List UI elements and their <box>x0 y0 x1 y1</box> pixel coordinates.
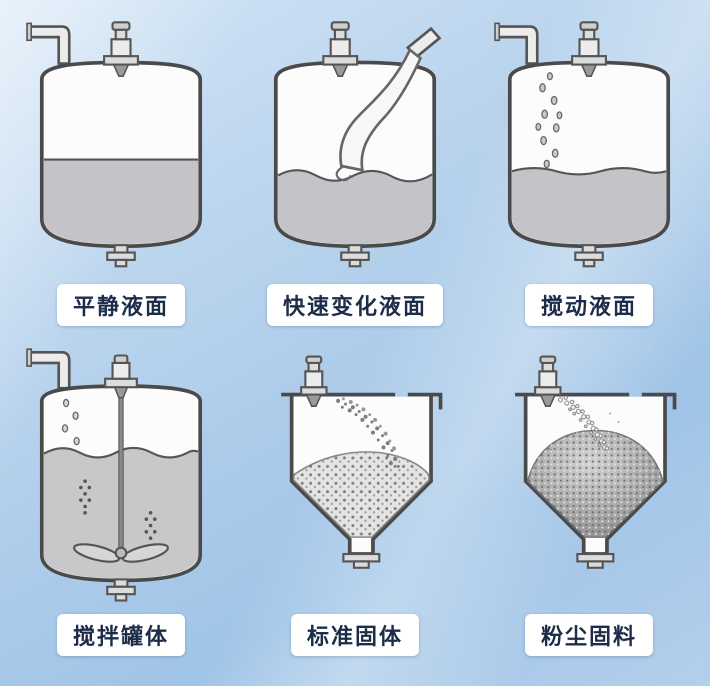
bottom-outlet-icon <box>106 244 136 268</box>
stirred-tank-icon <box>26 348 203 602</box>
cell-fast-changing-liquid: 快速变化液面 <box>244 16 466 326</box>
dust-stream-icon <box>557 395 610 451</box>
bottom-outlet-icon <box>106 578 136 602</box>
agitated-liquid-tank-icon <box>494 21 671 268</box>
dust-specks <box>540 412 639 464</box>
radar-level-sensor-icon <box>571 21 607 77</box>
rippled-liquid-fill <box>511 167 667 245</box>
inlet-pipe-icon <box>26 22 71 65</box>
bottom-outlet-icon <box>576 552 615 569</box>
cell-agitated-liquid: 搅动液面 <box>478 16 700 326</box>
pouring-stream-icon <box>335 26 442 182</box>
falling-droplets-icon <box>535 72 563 169</box>
agitator-icon <box>73 385 169 563</box>
application-grid: 平静液面 <box>10 16 700 656</box>
fast-changing-liquid-tank-icon <box>273 21 442 268</box>
radar-level-sensor-icon <box>300 355 328 407</box>
caption-stirred-tank: 搅拌罐体 <box>56 614 185 656</box>
caption-agitated-liquid: 搅动液面 <box>524 284 653 326</box>
cell-stirred-tank: 搅拌罐体 <box>10 346 232 656</box>
wavy-liquid-fill <box>277 169 433 245</box>
radar-level-sensor-icon <box>534 355 562 407</box>
bottom-outlet-icon <box>340 244 370 268</box>
radar-level-sensor-icon <box>103 21 139 77</box>
bubble-clusters <box>79 479 157 540</box>
calm-liquid-fill <box>43 158 199 245</box>
cell-standard-solids: 标准固体 <box>244 346 466 656</box>
dusty-solids-silo-icon <box>515 355 677 569</box>
inlet-pipe-icon <box>494 22 539 65</box>
caption-fast-changing-liquid: 快速变化液面 <box>266 284 443 326</box>
bottom-outlet-icon <box>342 552 381 569</box>
radar-level-sensor-icon <box>104 354 138 399</box>
caption-standard-solids: 标准固体 <box>290 614 419 656</box>
inlet-pipe-icon <box>26 348 71 390</box>
standard-solids-silo-icon <box>281 355 443 569</box>
falling-droplets-icon <box>61 398 80 446</box>
granule-stream-icon <box>336 397 400 468</box>
cell-calm-liquid: 平静液面 <box>10 16 232 326</box>
caption-dust-solids: 粉尘固料 <box>524 614 653 656</box>
cell-dust-solids: 粉尘固料 <box>478 346 700 656</box>
calm-liquid-tank-icon <box>26 21 203 268</box>
dust-pile-dome <box>526 429 664 538</box>
bottom-outlet-icon <box>574 244 604 268</box>
solids-pile <box>292 451 430 538</box>
caption-calm-liquid: 平静液面 <box>56 284 185 326</box>
radar-level-sensor-icon <box>322 21 359 77</box>
